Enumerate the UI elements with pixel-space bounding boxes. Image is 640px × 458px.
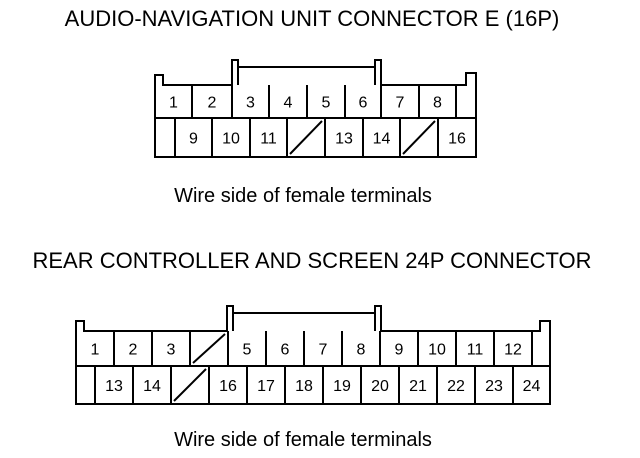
terminal-6: 6 [359, 95, 368, 112]
terminal-9: 9 [395, 342, 404, 359]
terminal-20: 20 [371, 378, 389, 395]
terminal-2: 2 [208, 95, 217, 112]
terminal-7: 7 [396, 95, 405, 112]
connector-e-row2: 9 10 11 13 14 16 [189, 120, 466, 155]
terminal-21: 21 [409, 378, 427, 395]
terminal-7: 7 [319, 342, 328, 359]
terminal-5: 5 [243, 342, 252, 359]
terminal-6: 6 [281, 342, 290, 359]
connector-e-caption: Wire side of female terminals [174, 185, 432, 207]
terminal-2: 2 [129, 342, 138, 359]
empty-cavity-slash [173, 368, 207, 402]
terminal-14: 14 [373, 131, 391, 148]
terminal-11: 11 [467, 342, 484, 359]
terminal-9: 9 [189, 131, 198, 148]
connector-e-outline [154, 59, 477, 158]
empty-cavity [173, 368, 207, 402]
terminal-22: 22 [447, 378, 465, 395]
connector-rear-row2: 13 14 16 17 18 19 20 21 22 23 24 [105, 368, 541, 402]
terminal-11: 11 [260, 131, 277, 148]
terminal-19: 19 [333, 378, 351, 395]
terminal-5: 5 [322, 95, 331, 112]
terminal-1: 1 [169, 95, 178, 112]
terminal-13: 13 [335, 131, 353, 148]
terminal-10: 10 [428, 342, 446, 359]
connector-e-body: 1 2 3 4 5 6 7 8 9 10 11 13 14 16 [154, 59, 477, 158]
terminal-3: 3 [246, 95, 255, 112]
terminal-17: 17 [257, 378, 275, 395]
terminal-12: 12 [504, 342, 522, 359]
connector-rear-caption: Wire side of female terminals [174, 429, 432, 451]
empty-cavity-slash [289, 120, 323, 155]
terminal-18: 18 [295, 378, 313, 395]
connector-e-title: AUDIO-NAVIGATION UNIT CONNECTOR E (16P) [65, 6, 560, 31]
terminal-24: 24 [523, 378, 541, 395]
connector-e-row1: 1 2 3 4 5 6 7 8 [169, 95, 442, 112]
terminal-14: 14 [143, 378, 161, 395]
empty-cavity-slash [402, 120, 436, 155]
terminal-4: 4 [284, 95, 293, 112]
empty-cavity-slash [192, 333, 226, 364]
terminal-8: 8 [433, 95, 442, 112]
connector-rear-title: REAR CONTROLLER AND SCREEN 24P CONNECTOR [32, 248, 591, 273]
empty-cavity [402, 120, 436, 155]
terminal-3: 3 [167, 342, 176, 359]
terminal-8: 8 [357, 342, 366, 359]
terminal-23: 23 [485, 378, 503, 395]
terminal-16: 16 [219, 378, 237, 395]
terminal-13: 13 [105, 378, 123, 395]
empty-cavity [289, 120, 323, 155]
terminal-10: 10 [222, 131, 240, 148]
terminal-16: 16 [448, 131, 466, 148]
terminal-1: 1 [91, 342, 100, 359]
empty-cavity [192, 333, 226, 364]
